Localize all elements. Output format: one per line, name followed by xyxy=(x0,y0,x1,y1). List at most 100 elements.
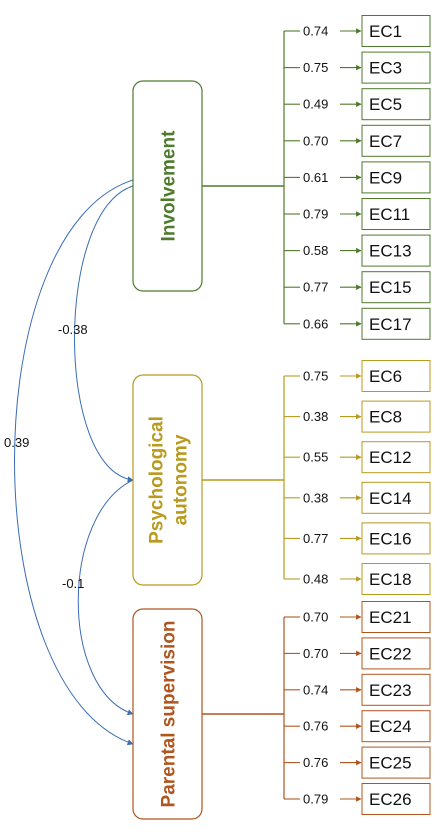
item-ec26: 0.79 EC26 xyxy=(284,783,431,815)
loading-value: 0.55 xyxy=(303,450,328,465)
item-code: EC14 xyxy=(369,489,412,508)
item-code: EC11 xyxy=(369,205,410,224)
item-box xyxy=(361,673,431,706)
item-code: EC15 xyxy=(369,278,412,297)
item-ec22: 0.70 EC22 xyxy=(284,637,431,670)
loading-value: 0.48 xyxy=(303,572,328,587)
item-box xyxy=(361,307,431,340)
correlation-curve xyxy=(77,474,140,716)
item-box xyxy=(361,563,431,595)
loading-value: 0.49 xyxy=(303,97,328,112)
loading-value: 0.70 xyxy=(303,133,328,148)
item-ec17: 0.66 EC17 xyxy=(284,307,431,340)
factor-label: Parental supervision xyxy=(159,621,180,808)
item-box xyxy=(361,400,431,433)
item-box xyxy=(361,360,431,392)
correlation-involvement-psychological-autonomy: -0.38 xyxy=(58,181,140,483)
item-code: EC18 xyxy=(369,570,412,589)
item-ec12: 0.55 EC12 xyxy=(284,441,431,474)
loading-value: 0.79 xyxy=(303,792,328,807)
loading-value: 0.79 xyxy=(303,207,328,222)
loading-value: 0.70 xyxy=(303,646,328,661)
item-box xyxy=(361,637,431,670)
item-code: EC16 xyxy=(369,529,412,548)
item-code: EC26 xyxy=(369,790,412,809)
loading-value: 0.76 xyxy=(303,755,328,770)
item-box xyxy=(361,783,431,815)
item-ec25: 0.76 EC25 xyxy=(284,746,431,779)
item-box xyxy=(361,522,431,555)
item-code: EC25 xyxy=(369,754,412,773)
item-code: EC24 xyxy=(369,717,412,736)
item-box xyxy=(361,161,431,194)
item-ec11: 0.79 EC11 xyxy=(284,198,431,230)
item-ec13: 0.58 EC13 xyxy=(284,234,431,267)
loading-value: 0.58 xyxy=(303,243,328,258)
loading-value: 0.77 xyxy=(303,280,328,295)
item-code: EC5 xyxy=(369,95,402,114)
item-box xyxy=(361,746,431,779)
item-box xyxy=(361,481,431,514)
item-box xyxy=(361,124,431,157)
item-box xyxy=(361,88,431,121)
item-box xyxy=(361,15,431,47)
item-code: EC22 xyxy=(369,644,412,663)
loading-value: 0.75 xyxy=(303,60,328,75)
factor-label-line: Psychological xyxy=(147,416,168,544)
loading-value: 0.38 xyxy=(303,490,328,505)
factor-label-line: Involvement xyxy=(159,130,180,242)
item-code: EC8 xyxy=(369,408,402,427)
item-code: EC7 xyxy=(369,132,402,151)
correlation-value: 0.39 xyxy=(4,435,29,450)
correlation-curve xyxy=(14,175,140,746)
loading-value: 0.76 xyxy=(303,719,328,734)
item-code: EC9 xyxy=(369,168,402,187)
item-code: EC1 xyxy=(369,22,402,41)
correlation-value: -0.1 xyxy=(62,576,84,591)
item-ec14: 0.38 EC14 xyxy=(284,481,431,514)
item-ec6: 0.75 EC6 xyxy=(284,360,431,392)
correlation-curve xyxy=(74,181,140,483)
item-code: EC12 xyxy=(369,448,412,467)
item-code: EC6 xyxy=(369,367,402,386)
loading-value: 0.61 xyxy=(303,170,328,185)
loading-value: 0.74 xyxy=(303,682,328,697)
item-box xyxy=(361,710,431,743)
loading-value: 0.70 xyxy=(303,610,328,625)
item-box xyxy=(361,601,431,633)
item-box xyxy=(361,441,431,474)
correlation-layer: -0.38 -0.1 0.39 xyxy=(4,175,140,746)
item-ec15: 0.77 EC15 xyxy=(284,271,431,304)
item-ec8: 0.38 EC8 xyxy=(284,400,431,433)
loading-value: 0.77 xyxy=(303,531,328,546)
factor-label-line: autonomy xyxy=(171,434,192,525)
item-code: EC13 xyxy=(369,242,412,261)
item-ec21: 0.70 EC21 xyxy=(284,601,431,633)
item-box xyxy=(361,234,431,267)
loading-value: 0.74 xyxy=(303,24,328,39)
factor-label-line: Parental supervision xyxy=(159,621,180,808)
item-ec16: 0.77 EC16 xyxy=(284,522,431,555)
item-ec1: 0.74 EC1 xyxy=(284,15,431,47)
factor-box xyxy=(132,608,203,820)
item-ec18: 0.48 EC18 xyxy=(284,563,431,595)
item-ec5: 0.49 EC5 xyxy=(284,88,431,121)
correlation-involvement-parental-supervision: 0.39 xyxy=(4,175,140,746)
item-code: EC17 xyxy=(369,315,412,334)
correlation-psychological-autonomy-parental-supervision: -0.1 xyxy=(62,474,140,716)
item-box xyxy=(361,198,431,230)
factor-label: Involvement xyxy=(159,130,180,242)
loading-value: 0.66 xyxy=(303,316,328,331)
item-ec24: 0.76 EC24 xyxy=(284,710,431,743)
loading-value: 0.75 xyxy=(303,369,328,384)
factor-box xyxy=(132,80,203,292)
item-code: EC3 xyxy=(369,59,402,78)
loading-value: 0.38 xyxy=(303,409,328,424)
item-code: EC21 xyxy=(369,608,412,627)
correlation-value: -0.38 xyxy=(58,322,88,337)
